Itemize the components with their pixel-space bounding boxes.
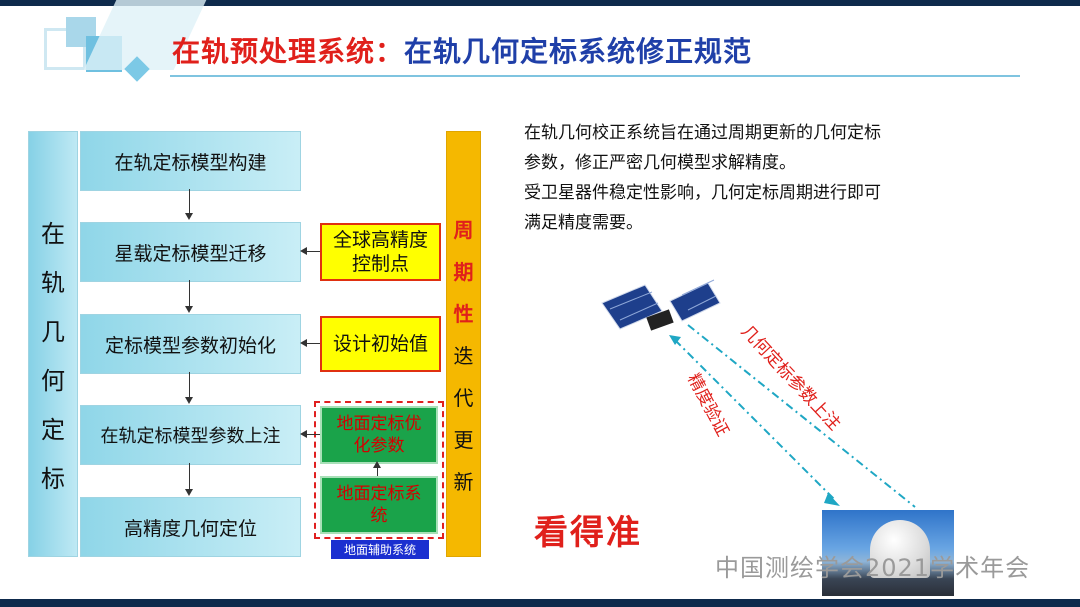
left-column-char: 标: [41, 465, 65, 493]
cycle-char: 期: [453, 260, 474, 284]
slogan: 看得准: [534, 513, 642, 553]
ground-opt-line-1: 地面定标优: [336, 414, 422, 434]
left-column-char: 几: [41, 318, 65, 346]
description-line: 受卫星器件稳定性影响，几何定标周期进行即可: [524, 183, 881, 203]
ground-aux-group: [314, 401, 444, 539]
input-design-initial: 设计初始值: [320, 316, 441, 372]
ground-cal-system: 地面定标系统: [320, 476, 438, 534]
satellite-icon: [601, 279, 721, 331]
page-title: 在轨预处理系统：在轨几何定标系统修正规范: [172, 30, 752, 70]
description-line: 满足精度需要。: [524, 213, 643, 233]
cycle-char: 迭: [453, 344, 474, 368]
step-param-init: 定标模型参数初始化: [80, 314, 301, 374]
step-model-build: 在轨定标模型构建: [80, 131, 301, 191]
ground-station-photo: [822, 510, 954, 596]
description-line: 在轨几何校正系统旨在通过周期更新的几何定标: [524, 123, 881, 143]
input-global-gcp: 全球高精度控制点: [320, 223, 441, 281]
step-model-migration: 星载定标模型迁移: [80, 222, 301, 282]
ground-sys-line-1: 地面定标系: [336, 484, 422, 504]
satellite-illustration: [601, 279, 916, 508]
cycle-iterative-update: 周 期 性 迭 代 更 新: [446, 131, 481, 557]
title-part-1: 在轨预处理系统：: [172, 35, 405, 68]
cycle-char: 代: [453, 386, 474, 410]
description-line: 参数，修正严密几何模型求解精度。: [524, 153, 796, 173]
step-geo-positioning: 高精度几何定位: [80, 497, 301, 557]
upload-beam: [687, 324, 916, 508]
gcp-line-1: 全球高精度: [332, 229, 428, 251]
bottom-bar: [0, 599, 1080, 607]
top-bar: [0, 0, 1080, 6]
step-param-upload: 在轨定标模型参数上注: [80, 405, 301, 465]
left-column-char: 何: [41, 367, 65, 395]
left-column-char: 轨: [41, 269, 65, 297]
upload-arrow-head: [824, 493, 840, 506]
cycle-char: 新: [453, 470, 474, 494]
left-column-char: 在: [41, 220, 65, 248]
gcp-line-2: 控制点: [351, 253, 409, 275]
cycle-char: 性: [453, 302, 474, 326]
ground-sys-line-2: 统: [370, 506, 388, 526]
ground-aux-label: 地面辅助系统: [331, 540, 429, 559]
left-column-char: 定: [41, 416, 65, 444]
verify-beam: [674, 339, 836, 501]
radar-dome: [870, 520, 930, 578]
title-part-2: 在轨几何定标系统修正规范: [404, 35, 753, 68]
title-underline: [170, 75, 1020, 77]
left-column-on-orbit-calibration: 在 轨 几 何 定 标: [28, 131, 78, 557]
ground-opt-line-2: 化参数: [353, 436, 405, 456]
description-paragraph: 在轨几何校正系统旨在通过周期更新的几何定标 参数，修正严密几何模型求解精度。 受…: [524, 118, 954, 238]
verify-arrow-head: [669, 335, 681, 345]
cycle-char: 更: [453, 428, 474, 452]
cycle-char: 周: [453, 218, 474, 242]
watermark: 中国测绘学会2021学术年会: [715, 554, 1031, 582]
ground-opt-params: 地面定标优化参数: [320, 406, 438, 464]
